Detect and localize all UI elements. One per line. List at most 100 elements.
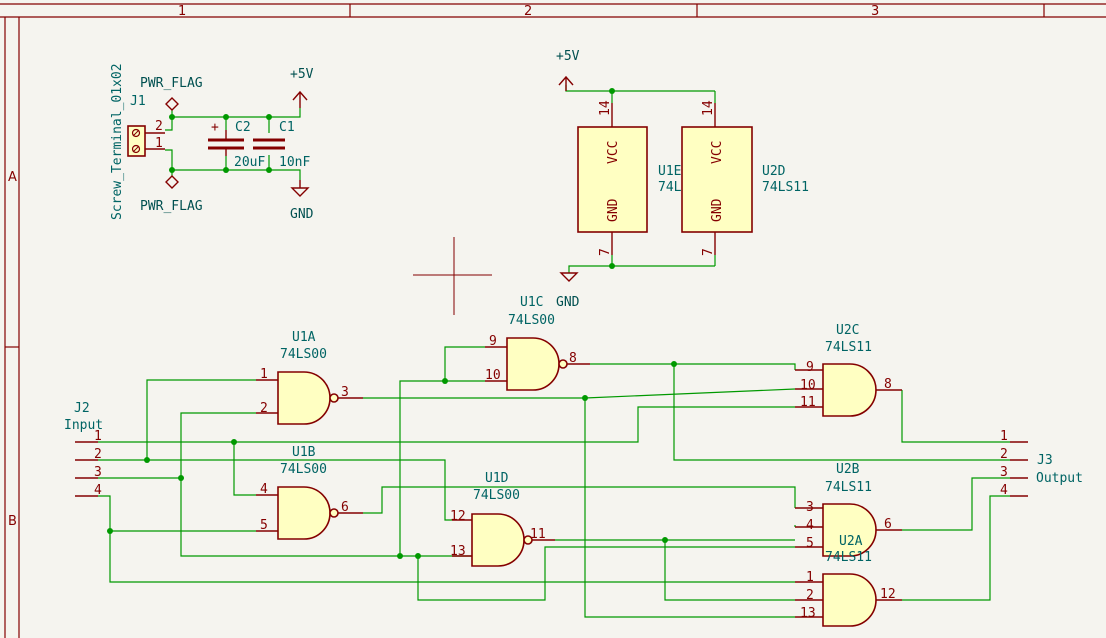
u2c-pin-10: 10 <box>800 378 816 393</box>
row-label-b: B <box>8 514 17 529</box>
j2-input-connector[interactable]: 1 2 3 4 J2 Input <box>64 401 103 498</box>
u2b-pin-6: 6 <box>884 517 892 532</box>
u1c-pin-8: 8 <box>569 351 577 366</box>
u1b-pin-5: 5 <box>260 518 268 533</box>
u1a-nand-gate[interactable]: 1 2 3 U1A 74LS00 <box>256 330 363 425</box>
c2-ref: C2 <box>235 120 251 135</box>
vcc-top-label: +5V <box>556 49 580 64</box>
j3-value: Output <box>1036 471 1083 486</box>
c1-ref: C1 <box>279 120 295 135</box>
u2a-pin-2: 2 <box>806 588 814 603</box>
j3-pin-4: 4 <box>1000 483 1008 498</box>
j3-pin-1: 1 <box>1000 429 1008 444</box>
j2-pin-1: 1 <box>94 429 102 444</box>
u2d-vcc-label: VCC <box>710 141 725 164</box>
j3-pin-2: 2 <box>1000 447 1008 462</box>
u1a-pin-3: 3 <box>341 385 349 400</box>
u1e-gnd-label: GND <box>606 198 621 222</box>
j2-pin-2: 2 <box>94 447 102 462</box>
u2d-pin-7: 7 <box>701 248 716 256</box>
j2-pin-3: 3 <box>94 465 102 480</box>
u1c-gnd-label: GND <box>556 295 580 310</box>
u1c-value: 74LS00 <box>508 313 555 328</box>
u2d-power-unit[interactable]: 14 7 VCC GND U2D 74LS11 <box>681 100 809 256</box>
u2d-ref: U2D <box>762 164 786 179</box>
junctions <box>107 88 677 559</box>
u2a-pin-12: 12 <box>880 587 896 602</box>
j1-pin-2: 2 <box>155 119 163 134</box>
u2c-pin-11: 11 <box>800 395 816 410</box>
u1e-vcc-label: VCC <box>606 141 621 164</box>
u1b-pin-4: 4 <box>260 482 268 497</box>
u2b-value: 74LS11 <box>825 480 872 495</box>
j3-ref: J3 <box>1037 453 1053 468</box>
j3-output-connector[interactable]: 1 2 3 4 J3 Output <box>1000 429 1083 498</box>
u1c-nand-gate[interactable]: 9 10 8 U1C GND 74LS00 <box>485 295 590 391</box>
row-label-a: A <box>8 170 17 185</box>
u1c-ref: U1C <box>520 295 543 310</box>
u2b-pin-5: 5 <box>806 536 814 551</box>
column-label-2: 2 <box>524 4 532 19</box>
c2-capacitor[interactable]: + C2 20uF <box>208 120 265 170</box>
u1d-pin-12: 12 <box>450 509 466 524</box>
u1b-value: 74LS00 <box>280 462 327 477</box>
u1e-pin-7: 7 <box>598 248 613 256</box>
u1d-nand-gate[interactable]: 12 13 11 U1D 74LS00 <box>450 471 555 567</box>
u1a-pin-2: 2 <box>260 401 268 416</box>
u2c-ref: U2C <box>836 323 859 338</box>
u1d-pin-11: 11 <box>530 527 546 542</box>
c2-polarity: + <box>211 120 219 135</box>
gnd-symbol-left[interactable]: GND <box>290 180 314 222</box>
vcc-symbol-top[interactable]: +5V <box>556 49 580 91</box>
u2a-ref: U2A <box>839 534 863 549</box>
c1-value: 10nF <box>279 155 310 170</box>
j1-ref: J1 <box>130 94 146 109</box>
column-label-3: 3 <box>871 4 879 19</box>
u2d-gnd-label: GND <box>710 198 725 222</box>
u2c-pin-8: 8 <box>884 377 892 392</box>
vcc-left-label: +5V <box>290 67 314 82</box>
u1c-pin-10: 10 <box>485 368 501 383</box>
u2b-pin-3: 3 <box>806 500 814 515</box>
j1-value: Screw_Terminal_01x02 <box>110 63 125 220</box>
wires <box>98 85 1010 618</box>
pwr-flag-top[interactable]: PWR_FLAG <box>140 76 203 111</box>
u1b-nand-gate[interactable]: 4 5 6 U1B 74LS00 <box>256 445 363 540</box>
u2a-pin-13: 13 <box>800 606 816 621</box>
pwr-flag-top-label: PWR_FLAG <box>140 76 203 91</box>
j2-pin-4: 4 <box>94 483 102 498</box>
u1d-ref: U1D <box>485 471 509 486</box>
j1-connector[interactable]: 2 1 J1 Screw_Terminal_01x02 <box>110 63 165 220</box>
j1-pin-1: 1 <box>155 136 163 151</box>
u2c-pin-9: 9 <box>806 360 814 375</box>
u1b-ref: U1B <box>292 445 316 460</box>
c2-value: 20uF <box>234 155 265 170</box>
j3-pin-3: 3 <box>1000 465 1008 480</box>
c1-capacitor[interactable]: C1 10nF <box>253 120 310 170</box>
u1a-ref: U1A <box>292 330 316 345</box>
u2c-value: 74LS11 <box>825 340 872 355</box>
gnd-symbol-ic[interactable] <box>559 272 579 282</box>
u2b-pin-4: 4 <box>806 518 814 533</box>
u1a-value: 74LS00 <box>280 347 327 362</box>
u2b-ref: U2B <box>836 462 860 477</box>
u1d-pin-13: 13 <box>450 544 466 559</box>
u1b-pin-6: 6 <box>341 500 349 515</box>
j2-value: Input <box>64 418 103 433</box>
u2c-and-gate[interactable]: 9 10 11 8 U2C 74LS11 <box>795 323 902 417</box>
u2b-and-gate[interactable]: 3 4 5 6 U2B 74LS11 <box>795 462 902 557</box>
u2a-value: 74LS11 <box>825 550 872 565</box>
sheet-frame: 1 2 3 A B <box>0 3 1106 638</box>
pwr-flag-bottom-label: PWR_FLAG <box>140 199 203 214</box>
u2d-pin-14: 14 <box>701 100 716 116</box>
j2-ref: J2 <box>74 401 90 416</box>
u1c-pin-9: 9 <box>489 334 497 349</box>
u1e-ref: U1E <box>658 164 681 179</box>
u2a-and-gate[interactable]: 1 2 13 12 U2A 74LS11 <box>795 534 902 627</box>
cursor-crosshair <box>413 237 492 315</box>
vcc-symbol-left[interactable]: +5V <box>290 67 314 108</box>
pwr-flag-bottom[interactable]: PWR_FLAG <box>140 175 203 214</box>
u2a-pin-1: 1 <box>806 570 814 585</box>
u1a-pin-1: 1 <box>260 367 268 382</box>
